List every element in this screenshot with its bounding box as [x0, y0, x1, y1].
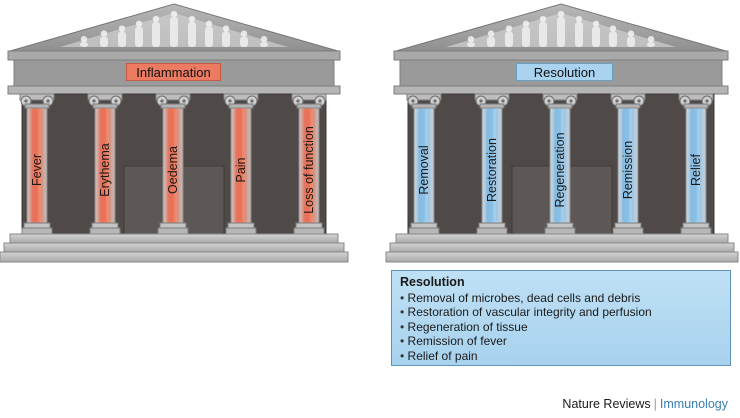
column-label-relief: Relief — [689, 154, 703, 186]
column — [678, 93, 714, 235]
column — [474, 93, 510, 235]
steps-left — [9, 233, 339, 244]
column-label-erythema: Erythema — [98, 143, 112, 197]
inflammation-banner: Inflammation — [126, 63, 221, 81]
list-item: Removal of microbes, dead cells and debr… — [400, 291, 722, 306]
column — [542, 93, 578, 235]
credit-separator: | — [653, 397, 657, 411]
column-label-loss-of-function: Loss of function — [302, 126, 316, 214]
journal-subject: Immunology — [659, 397, 728, 411]
temple-left — [0, 3, 349, 263]
list-item: Restoration of vascular integrity and pe… — [400, 305, 722, 320]
column-label-removal: Removal — [417, 145, 431, 195]
steps-right — [395, 233, 729, 244]
journal-credit: Nature Reviews|Immunology — [562, 397, 728, 411]
column-label-pain: Pain — [234, 157, 248, 183]
column-label-remission: Remission — [621, 140, 635, 200]
resolution-summary-list: Removal of microbes, dead cells and debr… — [400, 291, 722, 364]
pediment-frieze — [80, 10, 268, 47]
list-item: Relief of pain — [400, 349, 722, 364]
column — [223, 93, 259, 235]
column-label-oedema: Oedema — [166, 146, 180, 194]
column — [19, 93, 55, 235]
column — [87, 93, 123, 235]
column — [155, 93, 191, 235]
entablature-left — [7, 50, 341, 61]
list-item: Regeneration of tissue — [400, 320, 722, 335]
columns-left — [19, 93, 327, 235]
column-label-fever: Fever — [30, 154, 44, 186]
entablature-right — [393, 50, 729, 61]
resolution-summary-title: Resolution — [400, 275, 465, 289]
column-label-restoration: Restoration — [485, 138, 499, 202]
column — [406, 93, 442, 235]
columns-right — [406, 93, 714, 235]
journal-name: Nature Reviews — [562, 397, 651, 411]
resolution-banner: Resolution — [516, 63, 613, 81]
column — [610, 93, 646, 235]
pediment-frieze — [467, 10, 655, 47]
resolution-summary-box: Resolution Removal of microbes, dead cel… — [391, 270, 731, 366]
column — [291, 93, 327, 235]
column-label-regeneration: Regeneration — [553, 132, 567, 208]
list-item: Remission of fever — [400, 334, 722, 349]
